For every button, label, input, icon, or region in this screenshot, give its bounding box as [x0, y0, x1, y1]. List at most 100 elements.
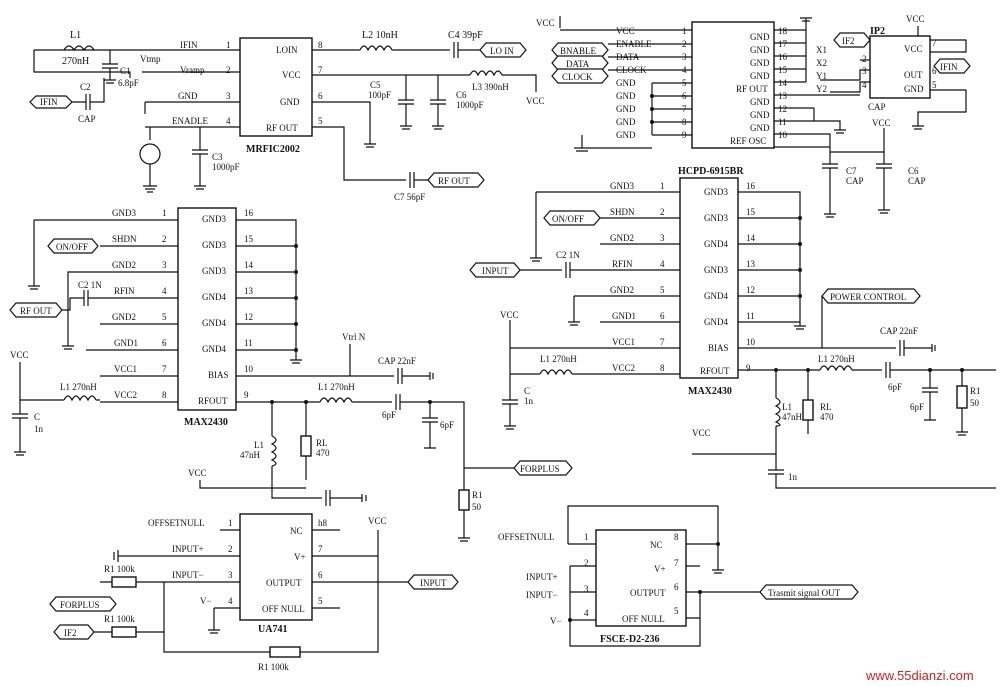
ua741-n3: 3: [228, 570, 233, 580]
ua741-out-3: V−: [200, 596, 212, 606]
cap22-label: CAP 22nF: [378, 356, 416, 366]
synth-rn14: 14: [778, 78, 788, 88]
tag-rf-out-mid: [427, 172, 485, 188]
mrfic-pin-gnd: GND: [178, 91, 198, 101]
maxl-on-8: 8: [162, 390, 167, 400]
resistor-r1-100k-b: [111, 626, 137, 638]
synth-r0: GND: [750, 32, 770, 42]
ua741-out-1: INPUT+: [172, 544, 204, 554]
maxl-in-1: GND3: [202, 240, 226, 250]
tag-on-off-right: [543, 210, 601, 226]
maxl-out-6: VCC1: [114, 364, 137, 374]
c3-label: C3: [212, 152, 223, 162]
fsce-l2: INPUT−: [526, 590, 558, 600]
rl-right-label: RL: [820, 402, 832, 412]
mrfic-num-3: 3: [226, 91, 231, 101]
l3-label: L3 390nH: [472, 82, 509, 92]
resistor-rl-left: [300, 435, 312, 457]
l1-top-value: 270nH: [62, 56, 89, 67]
resistor-r1-left: [458, 489, 470, 511]
synth-r2: GND: [750, 58, 770, 68]
ua741-out-0: OFFSETNULL: [148, 518, 205, 528]
r1-right-label: R1: [970, 386, 981, 396]
maxl-out-0: GND3: [112, 208, 136, 218]
l1-right-label: L1 270nH: [540, 354, 577, 364]
pf6r-label: 6pF: [888, 382, 902, 392]
hcpd-rn13: 13: [746, 259, 756, 269]
c-right-label: C: [524, 386, 530, 396]
synth-l0: VCC: [616, 26, 635, 36]
maxl-n10: 10: [244, 364, 254, 374]
tag-input-mid-text: INPUT: [420, 578, 447, 588]
ua741-n2: 2: [228, 544, 233, 554]
synth-rn12: 12: [778, 104, 787, 114]
maxl-gnd-bus: [236, 219, 302, 364]
maxl-on-2: 2: [162, 234, 167, 244]
l1-47-value: 47nH: [240, 450, 261, 460]
mrfic-num-1: 1: [226, 40, 231, 50]
l1-47-label: L1: [254, 440, 264, 450]
synth-ln1: 1: [682, 26, 687, 36]
tag-clock-text: CLOCK: [562, 72, 593, 82]
hcpd-left-wires: [502, 191, 680, 430]
resistor-r1-100k-c: [269, 646, 301, 658]
tag-input-right: [469, 262, 521, 278]
ip2-n7: 7: [932, 38, 937, 48]
vcc-c6: VCC: [872, 118, 891, 128]
ip2-vcc: VCC: [904, 44, 923, 54]
c2-1n-right: C2 1N: [556, 250, 580, 260]
mrfic-num-4: 4: [226, 116, 231, 126]
synth-r3: GND: [750, 71, 770, 81]
capacitor-c2-top: [72, 78, 105, 110]
ua741-n1: 1: [228, 518, 233, 528]
synth-r4: RF OUT: [736, 84, 768, 94]
fsce-block: FSCE-D2-236 OFFSETNULL INPUT+ INPUT− V− …: [498, 505, 859, 647]
mrfic-pin-vcc: VCC: [282, 70, 301, 80]
tag-lo-in-text: LO IN: [490, 46, 514, 56]
ua741-p-offnull: OFF NULL: [262, 604, 305, 614]
fsce-r0: NC: [650, 540, 663, 550]
voltage-source: [139, 143, 161, 165]
ip2-wires: [820, 26, 967, 130]
vcc-left-wiring: [12, 362, 100, 456]
tag-transmit-text: Trasmit signal OUT: [768, 588, 841, 598]
hcpd-ln6: 6: [660, 311, 665, 321]
mrfic-pin-enadle: ENADLE: [172, 116, 208, 126]
mrfic-pin-ifin: IFIN: [180, 40, 198, 50]
tag-on-off-left: [47, 238, 99, 254]
vcc-r1-label: VCC: [692, 428, 711, 438]
hcpd-ln4: 4: [660, 259, 665, 269]
maxl-on-4: 4: [162, 286, 167, 296]
maxl-out-3: RFIN: [114, 286, 135, 296]
hcpd-l6: VCC1: [612, 337, 635, 347]
r1-100k-a: R1 100k: [104, 564, 135, 574]
c-right-value: 1n: [524, 396, 534, 406]
tag-ifin-left-text: IFIN: [40, 97, 58, 107]
ip2-n6: 6: [932, 66, 937, 76]
synth-rn18: 18: [778, 26, 788, 36]
hcpd-rn10: 10: [746, 337, 756, 347]
hcpd-r3: GND3: [704, 265, 728, 275]
tag-forplus-left-text: FORPLUS: [60, 600, 100, 610]
vcc-left-label: VCC: [10, 350, 29, 360]
c7-56pf-label: C7 56pF: [394, 192, 425, 202]
hcpd-rn12: 12: [746, 285, 755, 295]
fsce-l1: INPUT+: [526, 572, 558, 582]
inductor-l1-270-left: [319, 397, 353, 404]
c1-value: 6.8pF: [118, 78, 139, 88]
synth-rn15: 15: [778, 65, 788, 75]
tag-forplus-mid: [513, 460, 573, 476]
tag-forplus-mid-text: FORPLUS: [520, 464, 560, 474]
tag-ifin-right: [933, 58, 971, 74]
tag-bnable-text: BNABLE: [560, 46, 597, 56]
resistor-r1-100k-a: [111, 576, 137, 588]
maxl-on-6: 6: [162, 338, 167, 348]
tag-power-control: [821, 288, 921, 304]
resistor-rl-right: [802, 399, 814, 421]
maxl-in-7: RFOUT: [198, 396, 228, 406]
mrfic-left-wires: [33, 49, 240, 150]
mrfic-num-7: 7: [318, 65, 323, 75]
hcpd-gnd-bus: [738, 191, 806, 330]
ua741-p-output: OUTPUT: [266, 578, 302, 588]
